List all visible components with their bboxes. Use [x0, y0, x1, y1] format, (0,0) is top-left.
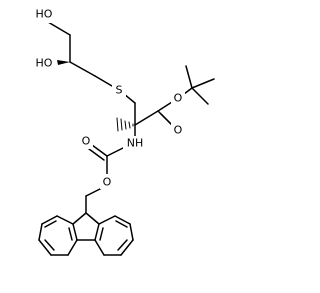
atom-label-carbamate-ester-oxygen: O	[103, 176, 112, 189]
bond-choh-ch2	[69, 61, 96, 77]
bond-right-ring-inner-2	[117, 239, 128, 251]
bonds	[38, 21, 215, 256]
bond-c9-c8a	[72, 212, 87, 225]
bond-cquat-methyl-3	[191, 87, 209, 105]
bond-left-ring-inner-2	[44, 239, 55, 251]
chemical-structure-diagram: HO HO S O O NH O O	[32, 7, 215, 256]
bond-left-ring-7	[72, 223, 78, 241]
bond-ccarbamate-ocarbonyl-a	[91, 144, 108, 157]
bond-left-ring-3	[38, 223, 43, 241]
bond-left-ring-inner-1	[44, 220, 57, 228]
bond-right-ring-4	[120, 239, 134, 256]
bond-left-ring-2	[41, 215, 58, 225]
bond-calpha-ccarbonyl	[134, 110, 159, 126]
bond-right-ring-3	[129, 223, 134, 241]
bond-right-ring-1	[98, 215, 116, 225]
bond-ho-ch2	[47, 21, 71, 36]
atom-label-amide-nitrogen: NH	[127, 137, 144, 150]
atom-label-ho-top: HO	[36, 8, 53, 21]
atom-labels: HO HO S O O NH O O	[32, 8, 185, 189]
bond-cquat-methyl-2	[191, 78, 215, 89]
atom-label-carbamate-carbonyl-oxygen: O	[82, 135, 91, 148]
bond-right-ring-2	[114, 215, 131, 225]
bond-right-ring-7	[94, 223, 100, 241]
bond-ccarbamate-ocarbonyl-b	[88, 148, 105, 161]
bond-oester-cquat	[183, 87, 193, 95]
atom-label-ester-oxygen: O	[174, 92, 183, 105]
bond-cquat-methyl-1	[185, 65, 193, 89]
bond-n-ccarbamate	[106, 146, 126, 157]
bond-left-ring-inner-3	[68, 227, 73, 241]
bond-right-ring-inner-1	[115, 220, 128, 228]
bond-right-ring-6	[94, 239, 105, 256]
bond-left-ring-6	[67, 239, 78, 256]
atom-label-ho-mid: HO	[36, 57, 53, 70]
wedge-bond-choh-ho	[57, 60, 70, 65]
stereo-bonds	[57, 60, 134, 132]
bond-left-ring-4	[38, 239, 52, 256]
bond-left-ring-1	[56, 215, 74, 225]
bond-c9-c9a	[85, 212, 100, 225]
bond-oester-ch2	[85, 187, 103, 197]
atom-label-ester-carbonyl-oxygen: O	[174, 124, 183, 137]
bond-ccarbonyl-oester	[157, 101, 173, 112]
bond-ch2-s	[94, 75, 113, 87]
atom-label-sulfur: S	[116, 84, 123, 97]
hashed-wedge-calpha-h	[116, 117, 134, 132]
bond-right-ring-inner-3	[99, 227, 104, 241]
